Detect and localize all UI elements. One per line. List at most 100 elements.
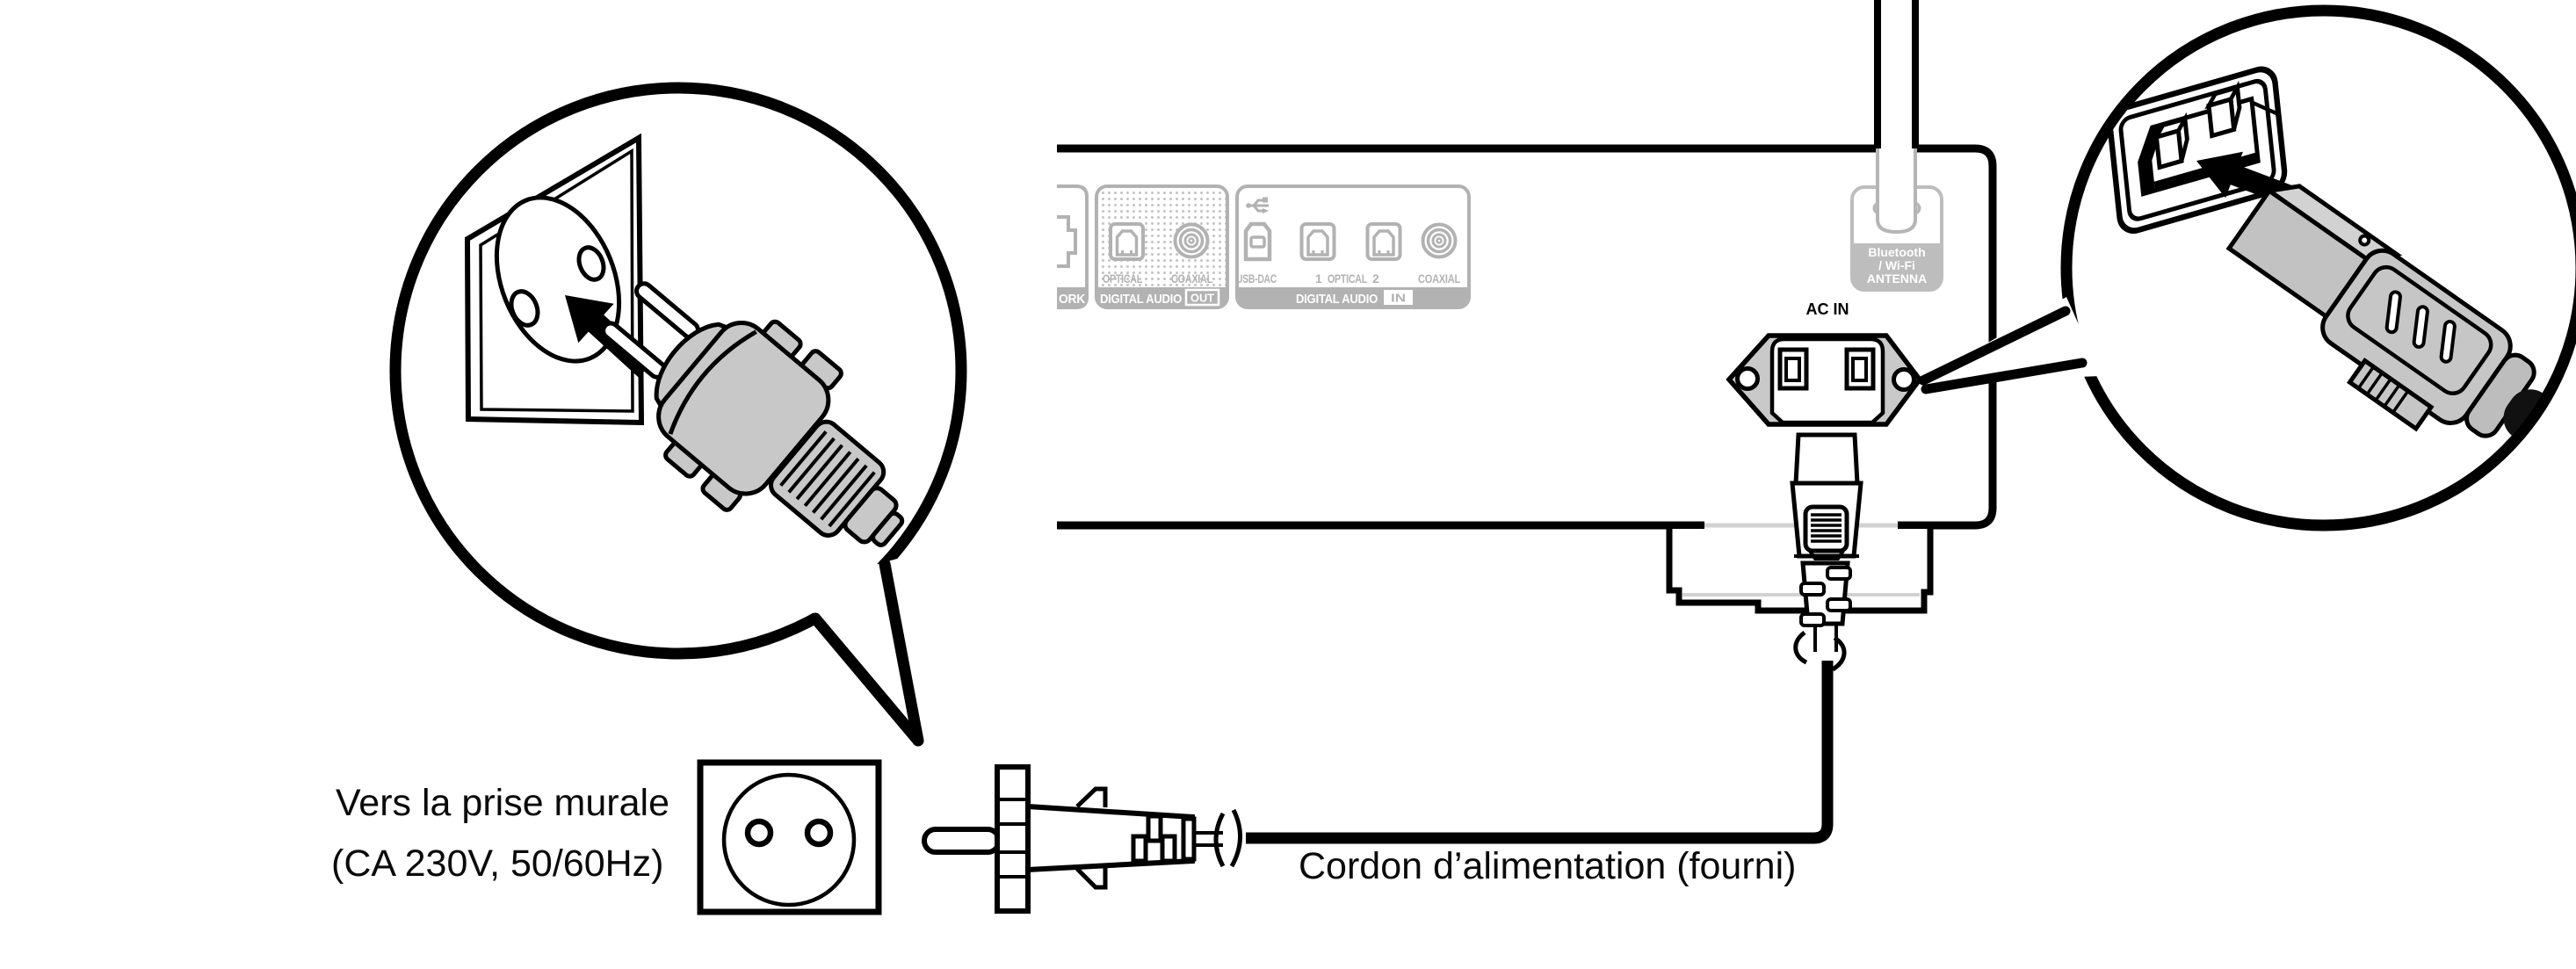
plug-prong bbox=[922, 827, 1002, 855]
usb-dac-label: USB-DAC bbox=[1236, 271, 1277, 286]
coaxial-in-label: COAXIAL bbox=[1418, 271, 1461, 286]
wall-outlet-caption-line2: (CA 230V, 50/60Hz) bbox=[331, 842, 663, 885]
coaxial-out-label: COAXIAL bbox=[1171, 271, 1213, 286]
iec-latch-ridges bbox=[1811, 513, 1842, 543]
optical-in-1-port-icon bbox=[1299, 222, 1336, 261]
digital-audio-in-group: USB-DAC 1 OPTICAL 2 COAXIAL DIGITAL AUDI… bbox=[1235, 184, 1471, 309]
antenna-label-line1: Bluetooth bbox=[1868, 245, 1925, 259]
c13-grip-slot-3 bbox=[2439, 320, 2457, 364]
digital-audio-out-group: OPTICAL COAXIAL DIGITAL AUDIO OUT bbox=[1095, 184, 1229, 309]
rear-panel-border bbox=[1057, 144, 1997, 530]
antenna-label-line3: ANTENNA bbox=[1867, 271, 1927, 286]
left-bubble-tail-right bbox=[879, 558, 924, 747]
plug-ridge-3 bbox=[1146, 814, 1163, 843]
left-callout-bubble bbox=[389, 82, 967, 747]
wall-plate-hole-upper bbox=[576, 245, 606, 282]
iec-inlet-inner bbox=[2118, 78, 2276, 221]
ac-in-label: AC IN bbox=[1806, 300, 1849, 318]
right-bubble-content bbox=[2107, 66, 2558, 445]
optical-in-1-label: 1 bbox=[1315, 271, 1322, 286]
plug-cord-boot bbox=[1181, 816, 1197, 862]
usb-dac-port-slot bbox=[1249, 235, 1266, 249]
iec-connector-at-inlet bbox=[1790, 432, 1863, 672]
wall-outlet-hole-right bbox=[804, 818, 834, 848]
plug-ridge-2 bbox=[1160, 834, 1177, 864]
left-bubble-content bbox=[464, 133, 905, 547]
usb-dac-port-icon bbox=[1243, 221, 1272, 262]
optical-in-2-label: 2 bbox=[1372, 271, 1379, 286]
out-strip bbox=[1096, 287, 1227, 307]
iec-cord-break-left bbox=[1793, 630, 1808, 665]
c13-grip-slot-2 bbox=[2412, 305, 2429, 349]
in-badge-box bbox=[1384, 290, 1413, 305]
plug-plate-lines bbox=[997, 798, 1028, 879]
iec-connector-neck bbox=[1793, 432, 1860, 486]
c13-grip-panel bbox=[2346, 264, 2493, 395]
right-bubble-tail-upper bbox=[1918, 306, 2071, 386]
in-badge-label: IN bbox=[1391, 292, 1406, 305]
iec-inlet-pin-right bbox=[2204, 80, 2242, 139]
wall-plate-hole-lower bbox=[509, 289, 540, 328]
plug-cord-break-right bbox=[1229, 808, 1243, 868]
iec-rib-4 bbox=[1799, 612, 1826, 627]
c13-pin-dot bbox=[2358, 234, 2371, 247]
chassis-foot-notch bbox=[1666, 529, 1934, 614]
optical-in-label: OPTICAL bbox=[1328, 271, 1368, 286]
power-cord-line bbox=[1246, 661, 1834, 844]
right-callout-bubble bbox=[1918, 4, 2576, 532]
coaxial-out-port-icon bbox=[1173, 222, 1210, 259]
optical-in-2-port-icon bbox=[1365, 222, 1402, 261]
antenna-label-line2: / Wi-Fi bbox=[1878, 258, 1915, 272]
wall-outlet-front bbox=[697, 759, 882, 915]
power-cord-caption: Cordon d’alimentation (fourni) bbox=[1299, 845, 1796, 887]
ac-inlet-screw-right bbox=[1892, 367, 1916, 392]
network-port-group: ORK bbox=[1057, 184, 1089, 309]
c13-grip-slot-1 bbox=[2384, 290, 2402, 335]
euro-plug-collar-line bbox=[668, 329, 757, 435]
antenna-rod bbox=[1876, 0, 1917, 235]
plug-ridge-1 bbox=[1131, 834, 1148, 864]
power-plug-side-view bbox=[922, 764, 1243, 914]
usb-icon bbox=[1246, 197, 1269, 213]
wall-outlet-recess bbox=[721, 772, 857, 908]
rear-panel: ORK OPTICAL COAXIAL DIGITAL AUDIO OUT bbox=[1057, 0, 1997, 614]
c13-latch-ribs bbox=[2358, 367, 2409, 412]
left-bubble-tail-left bbox=[809, 612, 924, 747]
network-port-icon bbox=[1057, 215, 1077, 268]
antenna-label-area bbox=[1852, 243, 1942, 290]
ac-inlet-slot-left bbox=[1777, 347, 1809, 391]
network-strip bbox=[1057, 287, 1087, 307]
euro-plug-cord-end bbox=[871, 510, 905, 547]
euro-plug bbox=[601, 281, 905, 547]
ac-inlet-group: AC IN bbox=[1726, 300, 1923, 427]
optical-out-label: OPTICAL bbox=[1103, 271, 1143, 286]
euro-plug-grip-ribs bbox=[779, 430, 876, 528]
c13-latch bbox=[2347, 358, 2435, 432]
ac-inlet-slot-left-inner bbox=[1784, 357, 1801, 382]
iec-c13-connector bbox=[2225, 184, 2558, 445]
ac-inlet-slot-right-inner bbox=[1851, 357, 1868, 382]
coaxial-in-port-icon bbox=[1421, 222, 1458, 259]
network-strip-label: ORK bbox=[1059, 292, 1085, 307]
optical-out-port-icon bbox=[1109, 222, 1145, 261]
plug-base-plate bbox=[995, 764, 1031, 914]
in-strip-label: DIGITAL AUDIO bbox=[1296, 292, 1378, 307]
ac-inlet-screw-left bbox=[1735, 366, 1760, 391]
plug-cord-break-left bbox=[1213, 812, 1226, 868]
antenna-port-group: Bluetooth / Wi-Fi ANTENNA bbox=[1850, 0, 1943, 292]
plug-top-fin bbox=[1075, 786, 1108, 808]
iec-rib-3 bbox=[1826, 597, 1852, 612]
wall-outlet-caption-line1: Vers la prise murale bbox=[336, 782, 669, 824]
out-strip-label: DIGITAL AUDIO bbox=[1100, 292, 1183, 307]
out-badge-box bbox=[1184, 288, 1220, 307]
iec-rib-1 bbox=[1826, 566, 1852, 581]
ac-inlet-slot-right bbox=[1844, 347, 1876, 391]
right-bubble-tail-lower bbox=[1921, 358, 2088, 394]
iec-inlet-pin-left bbox=[2152, 112, 2189, 170]
iec-inlet-perspective-line bbox=[2251, 100, 2281, 117]
iec-cord-break-right bbox=[1831, 635, 1847, 672]
iec-rib-2 bbox=[1799, 582, 1826, 597]
out-badge-label: OUT bbox=[1190, 292, 1214, 305]
